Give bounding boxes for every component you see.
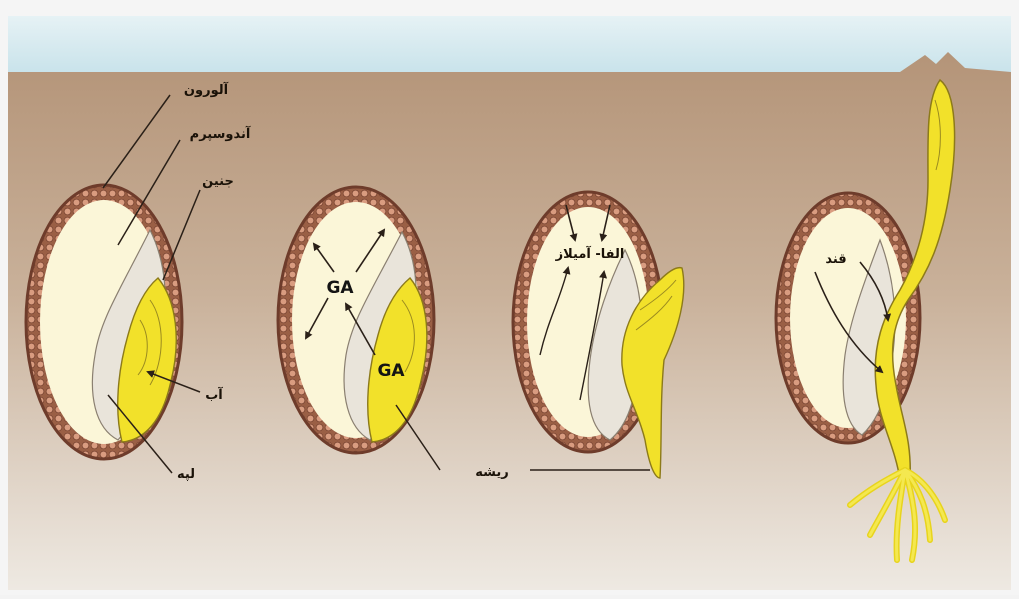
label-amylase: الفا- آميلاز (555, 245, 625, 262)
label-root: ریشه (475, 465, 508, 480)
label-embryo: جنین (202, 174, 234, 189)
sky-band (8, 16, 1011, 76)
seed-1 (26, 185, 182, 459)
label-ga-1: GA (326, 278, 354, 298)
label-aleurone: آلورون (184, 81, 229, 98)
label-husk: لپه (177, 467, 195, 482)
label-sugar: قند (825, 252, 846, 267)
label-ga-2: GA (377, 361, 405, 381)
label-endosperm: آندوسپرم (190, 125, 251, 142)
seed-2 (278, 187, 434, 453)
label-water: آب (205, 386, 223, 403)
